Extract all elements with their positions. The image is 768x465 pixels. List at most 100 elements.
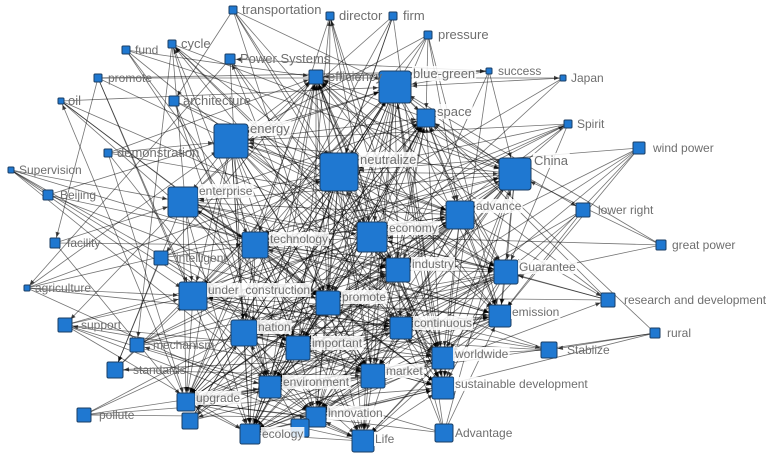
node-label: under_construction [208, 283, 310, 297]
edge-arrowhead [570, 201, 577, 206]
edge [47, 194, 399, 271]
edge [125, 49, 374, 377]
edge [189, 214, 461, 422]
edge [64, 324, 374, 377]
edge-arrowhead [173, 298, 179, 303]
node-china[interactable] [498, 157, 532, 191]
node-energy[interactable] [213, 123, 249, 159]
node-label-background [327, 406, 384, 420]
edge-arrowhead [429, 127, 434, 133]
node-innovation[interactable] [305, 406, 327, 428]
node-facility[interactable] [49, 237, 61, 249]
node-agriculture[interactable] [23, 284, 31, 292]
edge [107, 76, 317, 154]
node-label-background [249, 121, 292, 136]
edge [192, 117, 427, 297]
edge-arrowhead [355, 373, 360, 378]
node-intelligent[interactable] [153, 250, 169, 266]
node-success[interactable] [485, 67, 493, 75]
edge [83, 387, 444, 416]
node-oil[interactable] [57, 97, 65, 105]
node-market[interactable] [360, 363, 386, 389]
node-firm[interactable] [388, 11, 398, 21]
node-environment[interactable] [258, 375, 282, 399]
node-promote-small[interactable] [93, 73, 103, 83]
edge [338, 171, 501, 317]
node-stablize[interactable] [540, 341, 558, 359]
node-label: intelligent [176, 251, 227, 265]
node-wind-power[interactable] [632, 141, 646, 155]
edge-arrowhead [325, 422, 332, 427]
node-label-background [413, 316, 474, 330]
node-worldwide[interactable] [431, 346, 455, 370]
node-space[interactable] [416, 108, 436, 128]
node-important[interactable] [285, 335, 311, 361]
node-label-background [385, 364, 425, 378]
node-beijing[interactable] [42, 189, 54, 201]
edge-arrowhead [144, 346, 151, 351]
node-label: transportation [242, 2, 322, 17]
edge-arrowhead [262, 370, 267, 376]
edge-arrowhead [448, 372, 453, 378]
node-spirit[interactable] [563, 119, 573, 129]
node-demonstration[interactable] [103, 148, 113, 158]
node-nation[interactable] [230, 319, 258, 347]
node-label-background [311, 336, 364, 350]
node-blue-green[interactable] [378, 70, 412, 104]
edge-arrowhead [356, 424, 361, 430]
node-sustainable-dev[interactable] [431, 376, 455, 400]
node-label: lower right [598, 203, 654, 217]
node-cycle[interactable] [167, 39, 177, 49]
node-architecture[interactable] [168, 95, 180, 107]
node-industry[interactable] [385, 257, 411, 283]
node-rural[interactable] [649, 327, 661, 339]
node-economy[interactable] [356, 221, 388, 253]
edge-arrowhead [235, 424, 241, 429]
node-efficiency[interactable] [308, 69, 324, 85]
node-support[interactable] [57, 317, 73, 333]
node-pollute[interactable] [76, 407, 92, 423]
node-great-power[interactable] [655, 239, 667, 251]
edge [26, 140, 232, 289]
node-advantage[interactable] [434, 423, 454, 443]
node-emission[interactable] [488, 304, 512, 328]
edge-arrowhead [558, 126, 564, 131]
node-enterprise[interactable] [167, 186, 199, 218]
node-standards[interactable] [106, 361, 124, 379]
node-upgrade[interactable] [176, 392, 196, 412]
edge-arrowhead [383, 326, 389, 332]
node-guarantee[interactable] [493, 259, 519, 285]
node-japan[interactable] [559, 74, 567, 82]
edge-arrowhead [557, 345, 564, 350]
edge-arrowhead [493, 176, 499, 182]
node-life[interactable] [351, 429, 375, 453]
node-technology[interactable] [241, 231, 269, 259]
edge [394, 86, 399, 271]
edge [60, 86, 396, 102]
node-advance[interactable] [445, 200, 475, 230]
node-supervision[interactable] [7, 166, 15, 174]
node-ecology[interactable] [239, 423, 261, 445]
node-label-background [411, 257, 456, 271]
node-small-left-bottom[interactable] [181, 412, 199, 430]
node-label: Guarantee [519, 260, 576, 274]
edge [329, 15, 373, 238]
node-director[interactable] [325, 11, 335, 21]
node-under-construction[interactable] [178, 281, 208, 311]
edge [54, 77, 99, 244]
node-power-systems[interactable] [224, 53, 236, 65]
edge [372, 214, 461, 377]
node-promote[interactable] [315, 290, 341, 316]
node-fund[interactable] [121, 45, 131, 55]
edge [459, 214, 609, 301]
node-research-dev[interactable] [600, 292, 616, 308]
node-label: Japan [571, 71, 604, 85]
node-label-background [533, 153, 570, 168]
node-lower-right[interactable] [575, 202, 591, 218]
node-pressure[interactable] [423, 30, 433, 40]
node-neutralize[interactable] [319, 152, 359, 192]
node-continuous[interactable] [389, 316, 413, 340]
node-transportation[interactable] [228, 5, 238, 15]
node-mechanism[interactable] [129, 337, 145, 353]
edge-arrowhead [274, 370, 279, 376]
